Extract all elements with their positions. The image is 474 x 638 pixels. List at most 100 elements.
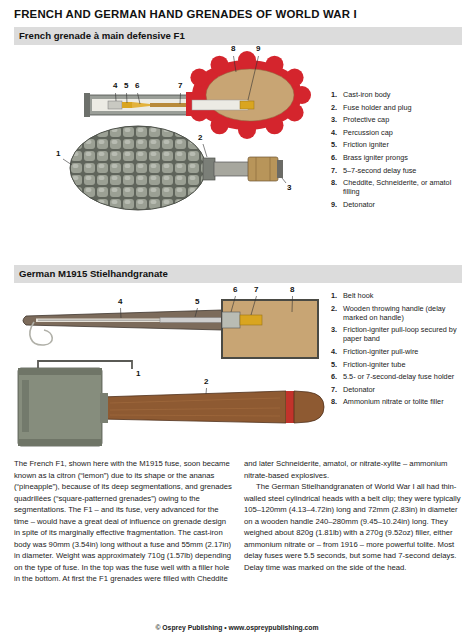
part-number: 9.: [331, 200, 343, 209]
stielhandgranate-exterior: [38, 361, 132, 369]
callout-number: 5: [195, 298, 199, 306]
part-name: Brass igniter prongs: [343, 153, 464, 162]
f1-exterior: [277, 160, 283, 178]
parts-list-item: 5.Friction igniter: [331, 140, 464, 149]
part-name: Ammonium nitrate or tolite filler: [343, 397, 464, 406]
part-number: 1.: [331, 291, 343, 300]
f1-cutaway: [190, 69, 208, 87]
f1-exterior: [70, 126, 283, 210]
part-name: Cast-iron body: [343, 90, 464, 99]
f1-cutaway: [150, 103, 192, 107]
part-name: Friction-igniter pull-wire: [343, 347, 464, 356]
f1-cutaway: [238, 121, 256, 139]
part-name: Cheddite, Schneiderite, or amatol fillin…: [343, 178, 464, 196]
parts-list-item: 6.Brass igniter prongs: [331, 153, 464, 162]
f1-exterior: [248, 157, 278, 181]
callout-number: 7: [254, 286, 258, 294]
stielhandgranate-exterior: [18, 439, 102, 446]
callout-number: 3: [287, 184, 291, 192]
part-name: Fuse holder and plug: [343, 103, 464, 112]
stielhandgranate-exterior: [18, 368, 102, 446]
parts-list-item: 2.Wooden throwing handle (delay marked o…: [331, 304, 464, 322]
stielhandgranate-exterior: [18, 368, 102, 375]
f1-cutaway: [206, 69, 294, 121]
stielhandgranate-cutaway: [38, 320, 160, 321]
f1-cutaway: [192, 100, 248, 110]
section-band: French grenade à main defensive F1: [14, 27, 462, 45]
callout-number: 6: [233, 286, 237, 294]
callout-number: 8: [290, 286, 294, 294]
leader-line: [195, 308, 198, 317]
part-number: 6.: [331, 372, 343, 381]
f1-cutaway: [132, 102, 150, 108]
part-number: 5.: [331, 140, 343, 149]
f1-cutaway: [84, 93, 90, 117]
stielhandgranate-cutaway: [36, 319, 222, 323]
parts-list: 1.Belt hook 2.Wooden throwing handle (del…: [331, 291, 464, 410]
stielhandgranate-exterior: [294, 391, 324, 423]
section-heading: German M1915 Stielhandgranate: [19, 268, 457, 279]
leader-line: [63, 159, 72, 165]
parts-list-item: 8.Ammonium nitrate or tolite filler: [331, 397, 464, 406]
leader-line: [231, 296, 236, 312]
parts-list-item: 8.Cheddite, Schneiderite, or amatol fill…: [331, 178, 464, 196]
part-number: 2.: [331, 304, 343, 322]
body-paragraph: The German Stielhandgranaten of World Wa…: [244, 481, 462, 573]
leader-line: [180, 93, 182, 104]
f1-cutaway: [186, 51, 311, 139]
callout-number: 1: [136, 370, 140, 378]
callout-number: 5: [124, 82, 128, 90]
f1-cutaway: [240, 101, 254, 109]
part-number: 8.: [331, 397, 343, 406]
part-name: Friction-igniter pull-loop secured by pa…: [343, 325, 464, 343]
part-name: Detonator: [343, 200, 464, 209]
section-heading: French grenade à main defensive F1: [19, 30, 457, 41]
parts-list: 1.Cast-iron body2.Fuse holder and plug3.…: [331, 90, 464, 213]
leader-line: [251, 296, 257, 315]
stielhandgranate-cutaway: [240, 315, 262, 325]
parts-list-item: 3.Protective cap: [331, 115, 464, 124]
f1-cutaway: [238, 51, 256, 69]
part-number: 7.: [331, 385, 343, 394]
parts-list-item: 5.Friction-igniter tube: [331, 360, 464, 369]
leader-line: [115, 93, 117, 101]
stielhandgranate-cutaway: [23, 300, 318, 358]
leader-line: [126, 93, 128, 103]
f1-exterior: [256, 157, 257, 181]
part-name: Friction igniter: [343, 140, 464, 149]
leader-line: [121, 296, 293, 394]
f1-exterior: [203, 158, 215, 180]
leader-line: [292, 296, 294, 312]
callout-number: 4: [118, 298, 122, 306]
part-number: 5.: [331, 360, 343, 369]
leader-line: [282, 178, 286, 183]
f1-exterior: [70, 126, 206, 210]
part-number: 2.: [331, 103, 343, 112]
leader-line: [234, 56, 237, 72]
callout-number: 2: [198, 134, 202, 142]
leader-line: [138, 93, 141, 104]
f1-cutaway: [211, 56, 229, 74]
page-title: FRENCH AND GERMAN HAND GRENADES OF WORLD…: [14, 8, 357, 22]
part-number: 7.: [331, 166, 343, 175]
leader-line: [120, 308, 122, 318]
part-number: 3.: [331, 325, 343, 343]
stielhandgranate-cutaway: [30, 322, 52, 345]
stielhandgranate-exterior: [110, 398, 280, 416]
part-number: 1.: [331, 90, 343, 99]
part-name: Friction-igniter tube: [343, 360, 464, 369]
f1-cutaway: [108, 101, 122, 109]
part-name: Belt hook: [343, 291, 464, 300]
stielhandgranate-exterior: [100, 393, 108, 423]
part-name: 5–7-second delay fuse: [343, 166, 464, 175]
callout-number: 1: [56, 150, 60, 158]
f1-exterior: [214, 162, 250, 176]
stielhandgranate-cutaway: [222, 312, 240, 328]
part-number: 4.: [331, 128, 343, 137]
leader-line: [203, 144, 207, 157]
parts-list-item: 2.Fuse holder and plug: [331, 103, 464, 112]
stielhandgranate-exterior: [18, 361, 324, 446]
parts-list-item: 7.Detonator: [331, 385, 464, 394]
part-number: 3.: [331, 115, 343, 124]
